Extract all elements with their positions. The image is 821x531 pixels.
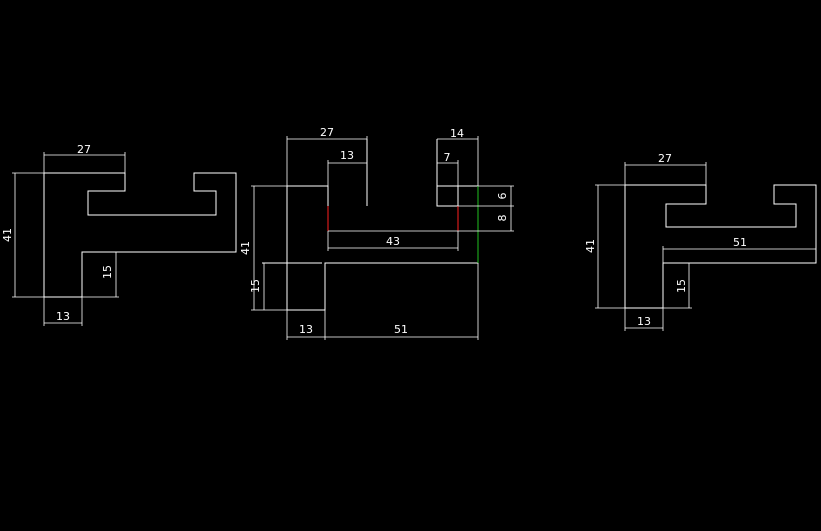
right-dim-15: 15 xyxy=(663,262,692,309)
middle-dim-43-label: 43 xyxy=(386,235,400,248)
middle-dim-15: 15 xyxy=(249,263,265,310)
right-dim-13: 13 xyxy=(624,308,664,331)
left-dim-27: 27 xyxy=(43,143,126,173)
middle-upper-block xyxy=(286,185,329,310)
left-dim-41-label: 41 xyxy=(1,228,14,242)
right-dim-51-label: 51 xyxy=(733,236,747,249)
drawing-right: 27 41 51 15 13 xyxy=(584,152,817,331)
middle-dim-51-label: 51 xyxy=(394,323,408,336)
right-dim-51: 51 xyxy=(662,236,817,263)
left-dim-15: 15 xyxy=(82,251,119,298)
left-dim-41: 41 xyxy=(1,172,44,298)
left-dim-13: 13 xyxy=(43,297,83,326)
right-dim-41-label: 41 xyxy=(584,239,597,253)
middle-dim-41: 41 xyxy=(239,185,287,311)
middle-dim-13-top-label: 13 xyxy=(340,149,354,162)
drawing-middle: 27 13 14 7 6 xyxy=(239,126,514,340)
middle-dim-51: 51 xyxy=(325,263,479,340)
middle-dim-27: 27 xyxy=(286,126,368,186)
middle-dim-14: 14 xyxy=(437,127,479,186)
right-dim-27: 27 xyxy=(624,152,707,185)
middle-dim-13-top: 13 xyxy=(327,149,367,186)
middle-dim-13-bottom: 13 xyxy=(286,310,326,340)
left-dim-27-label: 27 xyxy=(77,143,91,156)
middle-dim-14-label: 14 xyxy=(450,127,464,140)
middle-dim-8-label: 8 xyxy=(496,215,509,222)
middle-dim-6-label: 6 xyxy=(496,193,509,200)
middle-dim-13-bottom-label: 13 xyxy=(299,323,313,336)
left-dim-15-label: 15 xyxy=(101,265,114,279)
middle-right-notch xyxy=(436,186,459,207)
left-part-outline xyxy=(43,172,237,298)
left-dim-13-label: 13 xyxy=(56,310,70,323)
right-part-outline xyxy=(624,184,817,309)
middle-dim-15-label: 15 xyxy=(249,279,262,293)
middle-dim-7: 7 xyxy=(437,151,459,186)
right-dim-13-label: 13 xyxy=(637,315,651,328)
right-dim-27-label: 27 xyxy=(658,152,672,165)
middle-dim-6: 6 xyxy=(458,185,514,207)
middle-dim-41-label: 41 xyxy=(239,241,252,255)
right-dim-41: 41 xyxy=(584,184,625,309)
middle-dim-27-label: 27 xyxy=(320,126,334,139)
right-dim-15-label: 15 xyxy=(675,279,688,293)
middle-dim-8: 8 xyxy=(458,206,514,232)
drawing-left: 27 41 15 13 xyxy=(1,143,237,326)
middle-dim-43: 43 xyxy=(327,230,459,251)
middle-dim-7-label: 7 xyxy=(444,151,451,164)
middle-lower-left xyxy=(287,139,479,311)
